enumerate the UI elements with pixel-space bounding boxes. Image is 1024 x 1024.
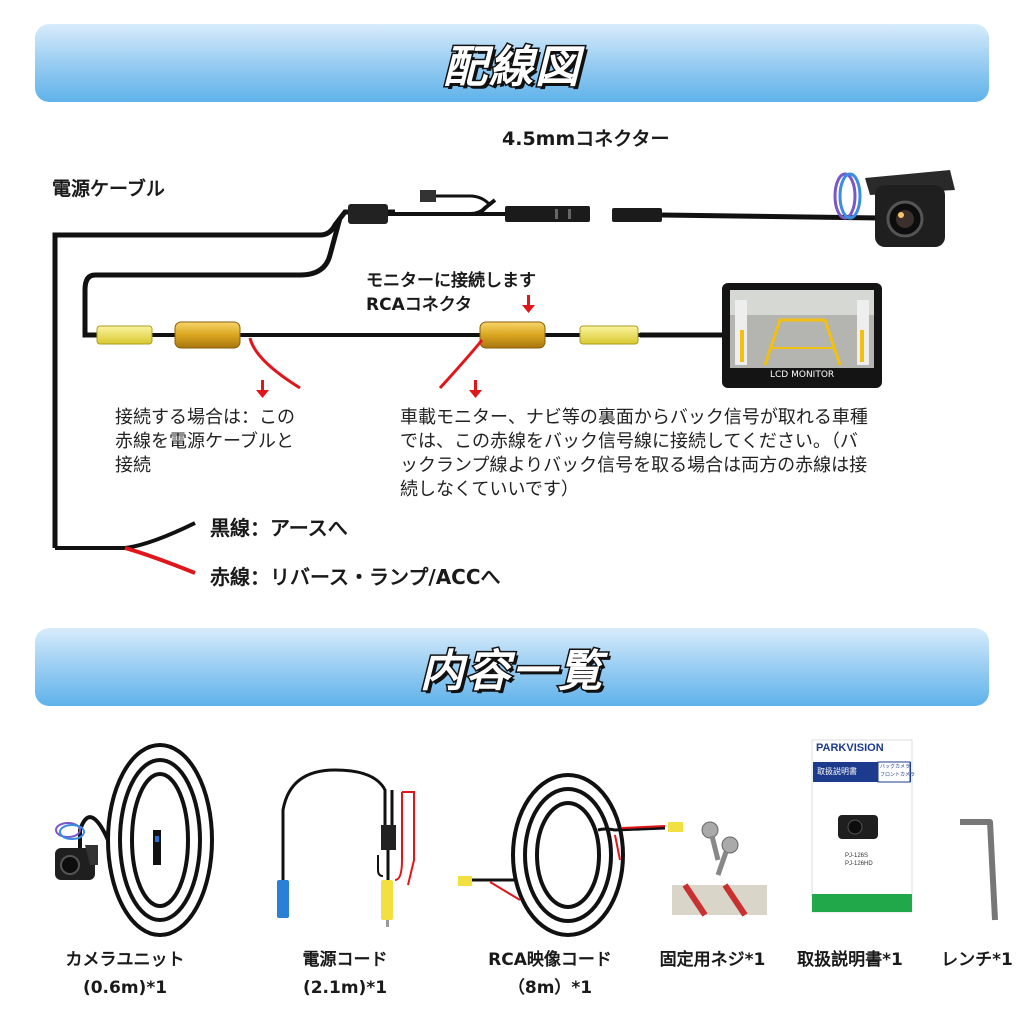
red-wire-label: 赤線：リバース・ランプ/ACCへ <box>210 565 501 589</box>
caption-power-cord: 電源コード (2.1m)*1 <box>302 950 388 998</box>
monitor-rca-label-line1: モニターに接続します <box>366 271 536 291</box>
caption-rca-cable: RCA映像コード （8m）*1 <box>488 950 612 998</box>
note-right: 車載モニター、ナビ等の裏面からバック信号が取れる車種 では、この赤線をバック信号… <box>400 407 868 500</box>
red-wire-acc <box>124 546 196 575</box>
contents-banner: 内容一覧 <box>35 628 989 706</box>
rca-yellow-right <box>579 325 639 345</box>
black-wire-earth <box>55 521 196 550</box>
connector-4-5mm-male <box>505 206 590 222</box>
rca-gold-left <box>174 321 241 349</box>
screws-illustration <box>672 821 767 917</box>
power-splitter <box>348 204 388 224</box>
manual-models: PJ-126S PJ-126HD <box>845 853 873 867</box>
red-wire-right <box>438 339 484 390</box>
caption-manual: 取扱説明書*1 <box>797 950 903 970</box>
manual-illustration <box>811 739 913 913</box>
wrench-illustration <box>960 819 998 921</box>
wiring-diagram-banner: 配線図 <box>35 24 989 102</box>
cable-loop-to-rca <box>82 217 343 338</box>
camera-unit <box>833 170 955 247</box>
power-cord-illustration <box>277 768 415 927</box>
caption-camera-unit: カメラユニット (0.6m)*1 <box>65 950 185 998</box>
red-wire-left <box>248 337 301 390</box>
rca-yellow-left <box>96 325 153 345</box>
manual-brand: PARKVISION <box>816 742 884 754</box>
wiring-diagram-title: 配線図 <box>442 41 581 95</box>
power-cable-label: 電源ケーブル <box>52 178 165 200</box>
connector-4-5mm-female <box>612 208 662 222</box>
caption-screws: 固定用ネジ*1 <box>659 950 766 970</box>
manual-title: 取扱説明書 <box>817 767 857 776</box>
rca-gold-right <box>479 321 546 349</box>
camera-unit-illustration <box>55 743 214 937</box>
power-cable <box>52 209 395 548</box>
lcd-monitor <box>722 283 882 388</box>
monitor-rca-label-line2: RCAコネクタ <box>366 295 473 315</box>
rca-cable-illustration <box>458 773 683 937</box>
arrow-down-icon <box>256 295 535 398</box>
manual-subtitle: バックカメラ フロントカメラ <box>880 764 916 778</box>
note-left: 接続する場合は：この 赤線を電源ケーブルと 接続 <box>115 407 295 476</box>
contents-title: 内容一覧 <box>419 645 604 699</box>
caption-wrench: レンチ*1 <box>941 950 1013 970</box>
connector-4-5mm-label: 4.5mmコネクター <box>502 128 670 150</box>
black-wire-label: 黒線：アースへ <box>210 516 348 540</box>
monitor-screen-text: LCD MONITOR <box>770 370 835 380</box>
